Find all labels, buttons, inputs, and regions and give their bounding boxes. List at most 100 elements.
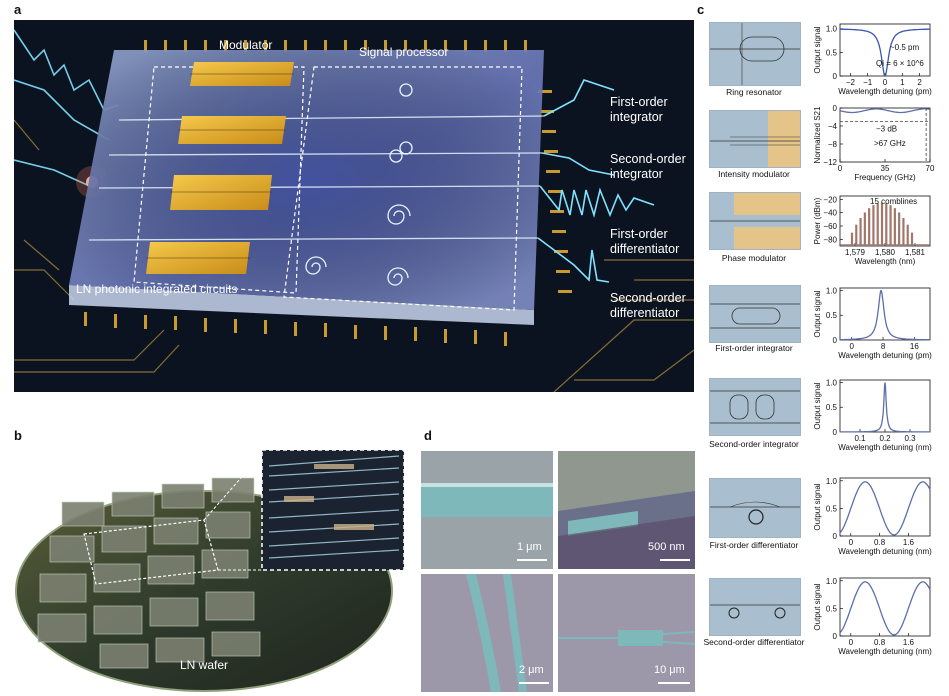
y-axis-label-first_diff: Output signal bbox=[813, 483, 822, 530]
annotation-ring-q: Qi = 6 × 10^6 bbox=[876, 59, 924, 68]
sem-image-4-art bbox=[558, 574, 695, 692]
caption-second-order-integrator: Second-order integrator bbox=[709, 439, 799, 449]
chart-line-intensity bbox=[839, 108, 931, 114]
x-tick-label-second_integrator: 0.2 bbox=[879, 434, 891, 443]
x-tick-label-phase: 1,580 bbox=[875, 248, 896, 257]
chart-line-second_integrator bbox=[840, 382, 930, 433]
y-tick-label-second_integrator: 0 bbox=[833, 428, 838, 437]
x-axis-label-first_integrator: Wavelength detuning (pm) bbox=[838, 351, 932, 360]
x-axis-label-ring: Wavelength detuning (pm) bbox=[838, 87, 932, 96]
y-tick-label-phase: −20 bbox=[823, 195, 837, 204]
sem-image-1-art bbox=[421, 451, 553, 569]
x-tick-label-second_diff: 1.6 bbox=[903, 638, 915, 647]
y-axis-label-phase: Power (dBm) bbox=[813, 197, 822, 244]
chart-frame-intensity bbox=[839, 107, 931, 163]
chart-line-ring bbox=[840, 28, 930, 77]
panel-label-a: a bbox=[14, 2, 22, 17]
x-axis-label-second_diff: Wavelength detuning (nm) bbox=[838, 647, 932, 656]
wafer-photo: LN wafer bbox=[14, 446, 414, 694]
y-tick-label-second_diff: 0 bbox=[833, 632, 838, 641]
ring-resonator-art bbox=[710, 23, 800, 85]
signal-processor-label: Signal processor bbox=[359, 45, 449, 59]
phase-modulator-art bbox=[710, 193, 800, 249]
y-tick-label-ring: 1.0 bbox=[826, 25, 838, 34]
wafer-label: LN wafer bbox=[180, 658, 229, 672]
wafer-photo-art bbox=[15, 449, 405, 692]
chip-illustration-art bbox=[14, 29, 694, 392]
scale-label-3: 2 μm bbox=[519, 664, 544, 676]
scale-bar-4 bbox=[658, 682, 690, 684]
y-tick-label-first_diff: 0 bbox=[833, 532, 838, 541]
x-tick-label-first_diff: 1.6 bbox=[903, 538, 915, 547]
x-tick-label-second_diff: 0 bbox=[849, 638, 854, 647]
y-axis-label-second_integrator: Output signal bbox=[813, 382, 822, 429]
y-tick-label-first_integrator: 1.0 bbox=[826, 286, 838, 295]
x-tick-label-intensity: 70 bbox=[926, 164, 935, 173]
panel-label-c: c bbox=[697, 2, 705, 17]
y-axis-label-second_diff: Output signal bbox=[813, 583, 822, 630]
x-tick-label-first_integrator: 8 bbox=[881, 342, 886, 351]
x-axis-label-phase: Wavelength (nm) bbox=[855, 257, 916, 266]
sem-image-4: 10 μm bbox=[558, 574, 695, 692]
caption-first-order-differentiator: First-order differentiator bbox=[709, 540, 799, 550]
scale-label-2: 500 nm bbox=[648, 541, 685, 553]
y-tick-label-first_integrator: 0 bbox=[833, 336, 838, 345]
sem-image-1: 1 μm bbox=[421, 451, 553, 569]
y-tick-label-second_diff: 0.5 bbox=[826, 604, 838, 613]
caption-first-order-integrator: First-order integrator bbox=[715, 343, 793, 353]
chart-line-first_diff bbox=[839, 481, 931, 536]
caption-phase-modulator: Phase modulator bbox=[721, 253, 787, 263]
sem-image-3-art bbox=[421, 574, 553, 692]
y-axis-label-first_integrator: Output signal bbox=[813, 290, 822, 337]
x-tick-label-intensity: 35 bbox=[881, 164, 890, 173]
y-axis-label-ring: Output signal bbox=[813, 26, 822, 73]
x-tick-label-ring: 2 bbox=[917, 78, 922, 87]
chart-frame-first_diff bbox=[839, 477, 931, 537]
intensity-modulator-art bbox=[710, 111, 800, 167]
x-axis-label-intensity: Frequency (GHz) bbox=[854, 173, 916, 182]
caption-ring-resonator: Ring resonator bbox=[726, 87, 782, 97]
y-tick-label-second_diff: 1.0 bbox=[826, 577, 838, 586]
x-tick-label-first_diff: 0 bbox=[849, 538, 854, 547]
y-tick-label-intensity: −4 bbox=[828, 122, 838, 131]
x-tick-label-second_diff: 0.8 bbox=[874, 638, 886, 647]
x-tick-label-intensity: 0 bbox=[838, 164, 843, 173]
y-axis-label-intensity: Normalized S21 bbox=[813, 106, 822, 163]
second-integrator-thumb bbox=[709, 378, 801, 436]
second-diff-art bbox=[710, 604, 800, 619]
y-tick-label-first_diff: 0.5 bbox=[826, 504, 838, 513]
caption-intensity-modulator: Intensity modulator bbox=[718, 169, 790, 179]
annotation-minus-3db: −3 dB bbox=[876, 125, 897, 134]
annotation-comblines: 15 comblines bbox=[870, 197, 917, 206]
first-integrator-art bbox=[710, 303, 800, 329]
y-tick-label-intensity: 0 bbox=[833, 104, 838, 113]
second-diff-thumb bbox=[709, 578, 801, 636]
sem-image-2: 500 nm bbox=[558, 451, 695, 569]
chart-line-first_integrator bbox=[840, 289, 930, 341]
y-tick-label-intensity: −12 bbox=[823, 158, 837, 167]
annotation-bandwidth: >67 GHz bbox=[874, 139, 906, 148]
x-tick-label-first_integrator: 0 bbox=[850, 342, 855, 351]
y-tick-label-phase: −60 bbox=[823, 222, 837, 231]
x-tick-label-phase: 1,579 bbox=[845, 248, 866, 257]
chart-frame-second_diff bbox=[839, 577, 931, 637]
x-tick-label-ring: −1 bbox=[863, 78, 873, 87]
first-integrator-thumb bbox=[709, 285, 801, 343]
chart-line-second_diff bbox=[839, 581, 931, 636]
x-axis-label-second_integrator: Wavelength detuning (nm) bbox=[838, 443, 932, 452]
x-tick-label-second_integrator: 0.3 bbox=[904, 434, 916, 443]
x-tick-label-ring: 0 bbox=[883, 78, 888, 87]
first-diff-thumb bbox=[709, 478, 801, 538]
y-tick-label-second_integrator: 1.0 bbox=[826, 378, 838, 387]
y-tick-label-intensity: −8 bbox=[828, 140, 838, 149]
y-tick-label-phase: −40 bbox=[823, 209, 837, 218]
ring-resonator-thumb bbox=[709, 22, 801, 86]
first-diff-art bbox=[710, 501, 800, 525]
x-tick-label-first_diff: 0.8 bbox=[874, 538, 886, 547]
y-tick-label-ring: 0.5 bbox=[826, 48, 838, 57]
